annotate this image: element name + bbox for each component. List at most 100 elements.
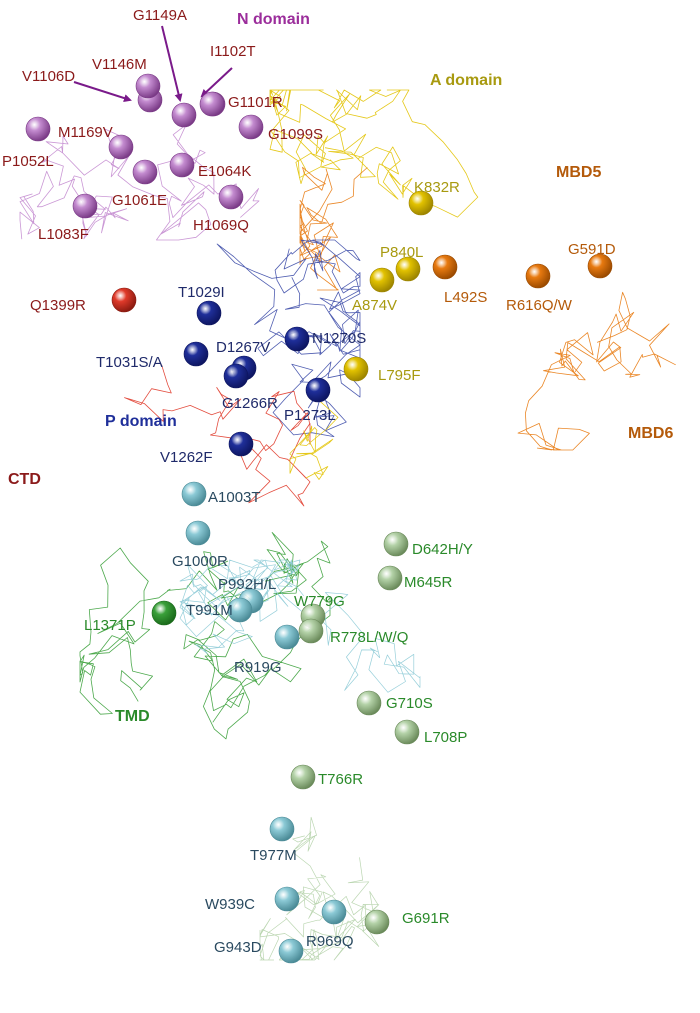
mutation-sphere-p840l (395, 256, 421, 282)
backbone-traces (19, 89, 676, 961)
mutation-sphere-t991m (227, 597, 253, 623)
mutation-label-p1052l: P1052L (2, 153, 54, 170)
mutation-label-i1102t: I1102T (210, 43, 256, 60)
mutation-label-t977m: T977M (250, 847, 297, 864)
ctd-backbone (124, 364, 311, 507)
mutation-label-w779g: W779G (294, 593, 345, 610)
mutation-label-k832r: K832R (414, 179, 460, 196)
mutation-label-t1029i: T1029I (178, 284, 225, 301)
mutation-label-v1106d: V1106D (22, 68, 75, 85)
mutation-label-a874v: A874V (352, 297, 397, 314)
mutation-sphere-k832r (408, 190, 434, 216)
mutation-sphere-t766r (290, 764, 316, 790)
mutation-label-p840l: P840L (380, 244, 423, 261)
mutation-sphere-e1064k (169, 152, 195, 178)
mbd6-backbone (517, 291, 676, 451)
mbd5-backbone (299, 166, 368, 291)
arrow-i1102t (200, 67, 233, 98)
mutation-label-a1003t: A1003T (208, 489, 261, 506)
mutation-label-v1146m: V1146M (92, 56, 147, 73)
mutation-sphere-l1371p (151, 600, 177, 626)
a-domain-linker-backbone (289, 400, 339, 480)
arrow-v1106d (73, 81, 132, 102)
mutation-sphere-g1266r (223, 363, 249, 389)
mutation-sphere-q1399r (111, 287, 137, 313)
tmd-green-backbone (259, 816, 385, 961)
mutation-label-r616q-w: R616Q/W (506, 297, 573, 314)
mutation-sphere-n1270s (284, 326, 310, 352)
mutation-sphere-a874v (369, 267, 395, 293)
mutation-sphere-g1099s (238, 114, 264, 140)
mutation-sphere-l1083f (72, 193, 98, 219)
mutation-label-r919g: R919G (234, 659, 282, 676)
mutation-sphere-d642h-y (383, 531, 409, 557)
mutation-label-g1266r: G1266R (222, 395, 278, 412)
mutation-sphere-t977m (269, 816, 295, 842)
p-domain-backbone (216, 239, 361, 438)
mutation-label-e1064k: E1064K (198, 163, 251, 180)
domain-label-n-domain: N domain (237, 11, 310, 28)
mutation-label-t766r: T766R (318, 771, 363, 788)
mutation-label-l708p: L708P (424, 729, 467, 746)
mutation-sphere-m645r (377, 565, 403, 591)
mutation-sphere-r969q (321, 899, 347, 925)
mutation-label-t1031s-a: T1031S/A (96, 354, 163, 371)
mutation-sphere-p1052l (25, 116, 51, 142)
mutation-sphere-g1149a (171, 102, 197, 128)
mutation-label-w939c: W939C (205, 896, 255, 913)
mutation-label-t991m: T991M (186, 602, 233, 619)
mutation-sphere-p1273l (305, 377, 331, 403)
mutation-sphere-g591d (587, 253, 613, 279)
a-domain-backbone (269, 89, 479, 218)
mutation-label-g691r: G691R (402, 910, 450, 927)
mutation-spheres (25, 73, 613, 964)
mutation-label-l492s: L492S (444, 289, 487, 306)
domain-label-tmd: TMD (115, 708, 150, 725)
mutation-sphere-h1069q (218, 184, 244, 210)
n-domain-backbone (19, 124, 260, 241)
tmd-backbone (79, 532, 331, 740)
domain-label-ctd: CTD (8, 471, 41, 488)
mutation-label-v1262f: V1262F (160, 449, 213, 466)
mutation-sphere-v1146m (135, 73, 161, 99)
mutation-label-r778l-w-q: R778L/W/Q (330, 629, 408, 646)
mutation-label-l1083f: L1083F (38, 226, 89, 243)
mutation-label-r969q: R969Q (306, 933, 354, 950)
domain-label-a-domain: A domain (430, 72, 502, 89)
mutation-labels: G1149A V1106D V1146M I1102T G1101R G1099S P105… (2, 7, 616, 956)
mutation-sphere-a1003t (181, 481, 207, 507)
mutation-label-m645r: M645R (404, 574, 453, 591)
mutation-sphere-w939c (274, 886, 300, 912)
mutation-sphere-r778l-w-q (298, 618, 324, 644)
mutation-sphere-m1169v (108, 134, 134, 160)
domain-label-mbd5: MBD5 (556, 164, 601, 181)
mutation-sphere-r919g (274, 624, 300, 650)
mutation-sphere-v1262f (228, 431, 254, 457)
mutation-sphere-g1000r (185, 520, 211, 546)
mutation-label-p1273l: P1273L (284, 407, 336, 424)
mutation-sphere-g1101r (199, 91, 225, 117)
mutation-label-l795f: L795F (378, 367, 421, 384)
mutation-label-g591d: G591D (568, 241, 616, 258)
mutation-sphere-g1061e (132, 159, 158, 185)
mutation-label-h1069q: H1069Q (193, 217, 249, 234)
mutation-label-g943d: G943D (214, 939, 262, 956)
mutation-label-g1149a: G1149A (133, 7, 187, 24)
mutation-sphere-g691r (364, 909, 390, 935)
mutation-label-g1101r: G1101R (228, 94, 283, 111)
mutation-sphere-l492s (432, 254, 458, 280)
mutation-sphere-l708p (394, 719, 420, 745)
mutation-label-g710s: G710S (386, 695, 433, 712)
mutation-label-m1169v: M1169V (58, 124, 113, 141)
mutation-label-g1000r: G1000R (172, 553, 228, 570)
mutation-label-q1399r: Q1399R (30, 297, 86, 314)
mutation-label-g1099s: G1099S (268, 126, 323, 143)
domain-label-mbd6: MBD6 (628, 425, 673, 442)
arrow-g1149a (161, 25, 183, 102)
mutation-label-l1371p: L1371P (84, 617, 136, 634)
mutation-sphere-t1029i (196, 300, 222, 326)
mutation-sphere-g710s (356, 690, 382, 716)
mutation-label-d642h-y: D642H/Y (412, 541, 473, 558)
